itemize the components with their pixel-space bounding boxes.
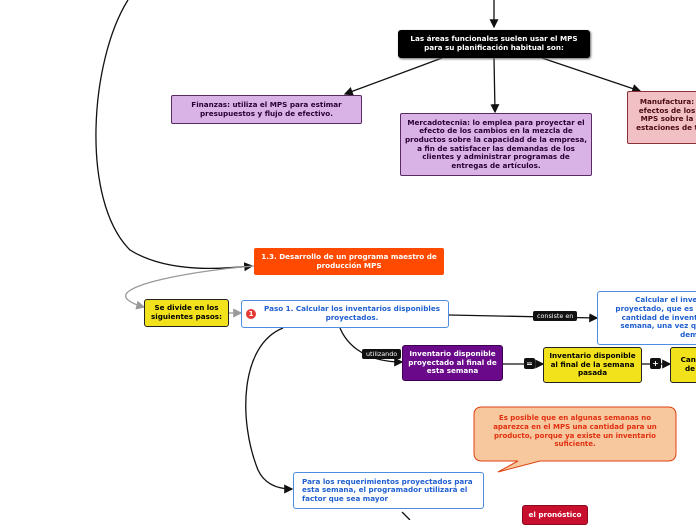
connector-manufactura: [541, 57, 642, 93]
connector-paso1-requerimientos: [245, 327, 294, 494]
connector-curve-main: [95, 0, 254, 272]
connector-mercadotecnia: [490, 57, 500, 114]
connector-paso1-invfinal: [339, 327, 404, 367]
utilizando-label: utilizando: [362, 349, 402, 360]
inventario-final-node[interactable]: Inventario disponible proyectado al fina…: [402, 345, 503, 381]
plus-operator: +: [650, 358, 661, 369]
inventario-pasada-node[interactable]: Inventario disponible al final de la sem…: [543, 347, 642, 383]
desarrollo-node[interactable]: 1.3. Desarrollo de un programa maestro d…: [254, 248, 444, 275]
callout-bubble: [473, 406, 677, 473]
areas-title-node[interactable]: Las áreas funcionales suelen usar el MPS…: [398, 30, 590, 58]
cantidad-node[interactable]: Cant de: [670, 347, 696, 383]
callout-text: Es posible que en algunas semanas no apa…: [493, 414, 657, 449]
connector-desarrollo-divide: [125, 265, 255, 310]
consiste-en-label: consiste en: [533, 311, 578, 322]
mercadotecnia-node[interactable]: Mercadotecnia: lo emplea para proyectar …: [400, 113, 592, 176]
pronostico-node[interactable]: el pronóstico: [522, 505, 588, 525]
connector-requerimientos-down: [401, 511, 411, 520]
connector-finanzas: [343, 57, 443, 96]
paso1-node[interactable]: 1 Paso 1. Calcular los inventarios dispo…: [241, 300, 449, 328]
manufactura-node[interactable]: Manufactura: efectos de los MPS sobre la…: [627, 91, 696, 144]
step-one-icon: 1: [246, 309, 256, 319]
calcular-node[interactable]: Calcular el invent proyectado, que es un…: [597, 291, 696, 345]
requerimientos-node[interactable]: Para los requerimientos proyectados para…: [293, 472, 484, 509]
equals-operator: =: [524, 358, 535, 369]
divide-node[interactable]: Se divide en los siguientes pasos:: [144, 299, 229, 327]
finanzas-node[interactable]: Finanzas: utiliza el MPS para estimar pr…: [171, 95, 362, 124]
